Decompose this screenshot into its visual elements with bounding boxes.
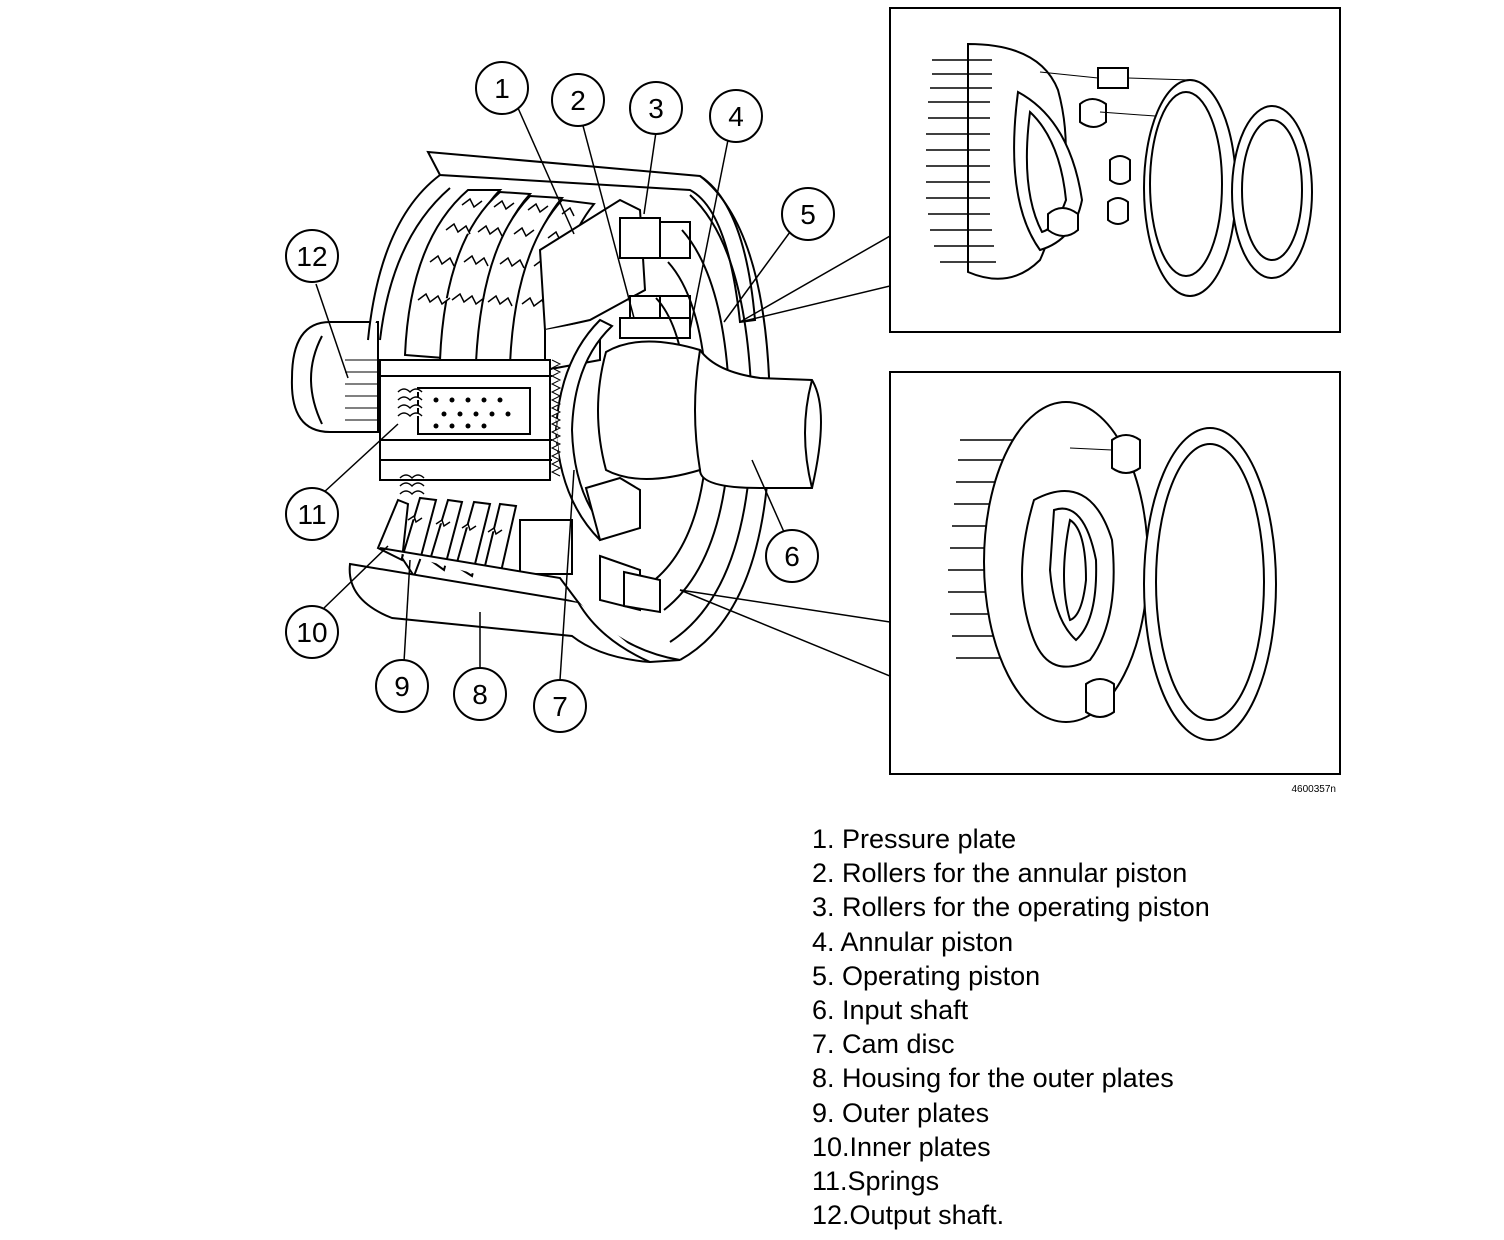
housing-upper [367,150,757,341]
callout-4-label: 4 [728,101,744,132]
output-shaft [290,321,379,433]
legend-item-output-shaft: 12.Output shaft. [812,1200,1005,1231]
legend-item-annular-piston: 4. Annular piston [812,926,1014,957]
rollers-lower [584,476,661,614]
inset-top-pistons [1143,79,1313,297]
callout-8: 8 [453,667,507,721]
plate-stack-lower [376,496,573,579]
callout-1-label: 1 [494,73,510,104]
callout-1: 1 [475,61,529,115]
input-shaft [597,340,822,489]
legend-item-cam-disc: 7. Cam disc [812,1029,955,1060]
legend-item-outer-plates: 9. Outer plates [812,1097,990,1128]
figure-reference-code: 4600357n [1291,784,1337,795]
legend-item-rollers-operating-piston: 3. Rollers for the operating piston [812,892,1210,923]
callout-leaders [315,107,791,681]
callout-5: 5 [781,187,835,241]
housing-lower [348,547,681,664]
detail-inset-bottom [679,371,1341,775]
inset-bottom-piston [1143,427,1277,741]
inset-top-leader [739,235,891,323]
detail-inset-top [739,7,1341,333]
legend-item-housing-outer-plates: 8. Housing for the outer plates [812,1063,1174,1094]
legend-item-rollers-annular-piston: 2. Rollers for the annular piston [812,858,1188,889]
inset-top-rollers [1039,67,1211,237]
legend-item-input-shaft: 6. Input shaft [812,994,969,1025]
callout-10: 10 [285,605,339,659]
callout-6: 6 [765,529,819,583]
inset-bottom-leader [679,589,891,677]
callout-11: 11 [285,487,339,541]
legend-item-pressure-plate: 1. Pressure plate [812,824,1017,854]
callout-3-label: 3 [648,93,664,124]
callout-9: 9 [375,659,429,713]
callout-4: 4 [709,89,763,143]
parts-legend: 1. Pressure plate 2. Rollers for the ann… [812,822,1210,1232]
legend-item-springs: 11.Springs [812,1165,940,1196]
callout-12-label: 12 [296,241,327,272]
callout-12: 12 [285,229,339,283]
callouts: 1 2 3 4 5 6 7 8 9 10 11 12 [285,61,835,733]
springs [397,388,425,496]
legend-item-operating-piston: 5. Operating piston [812,960,1041,991]
callout-8-label: 8 [472,679,488,710]
spring-hub [379,359,562,496]
callout-3: 3 [629,81,683,135]
callout-7: 7 [533,679,587,733]
callout-6-label: 6 [784,541,800,572]
callout-2: 2 [551,73,605,127]
callout-9-label: 9 [394,671,410,702]
callout-5-label: 5 [800,199,816,230]
callout-2-label: 2 [570,85,586,116]
main-cutaway-illustration [290,150,822,664]
callout-11-label: 11 [297,499,326,530]
callout-10-label: 10 [296,617,327,648]
callout-7-label: 7 [552,691,568,722]
legend-item-inner-plates: 10.Inner plates [812,1131,991,1162]
